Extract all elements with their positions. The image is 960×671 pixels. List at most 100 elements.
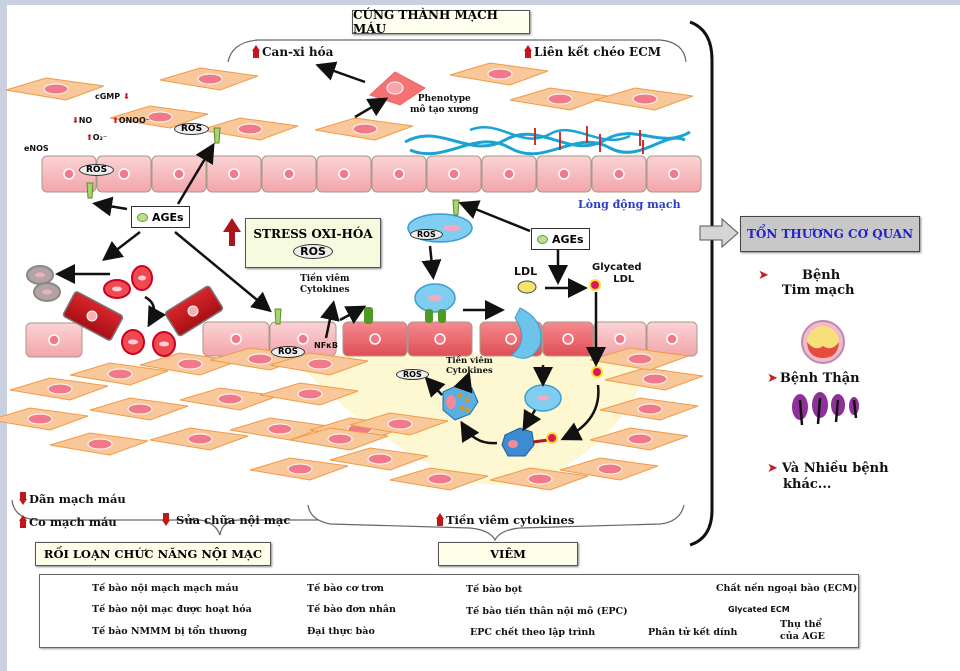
no-label: ⬇NO bbox=[72, 116, 93, 125]
cell-nucleus bbox=[352, 123, 378, 135]
ros-badge-monocyte: ROS bbox=[410, 222, 443, 241]
calcification-text: Can-xi hóa bbox=[262, 45, 334, 59]
legend-item-foam-cell: Tế bào bọt bbox=[466, 584, 522, 595]
nfkb-label: NFκB bbox=[314, 341, 338, 350]
cytokines-line1: Tiền viêm bbox=[446, 356, 493, 366]
cell-nucleus bbox=[503, 168, 515, 180]
cytokines-line2: Cytokines bbox=[300, 285, 350, 295]
cell-nucleus bbox=[217, 393, 243, 405]
legend-item-epc-apoptosis: EPC chết theo lập trình bbox=[470, 627, 595, 638]
bottom-right-brace bbox=[307, 504, 685, 542]
cell-nucleus bbox=[632, 93, 658, 105]
cell-nucleus bbox=[127, 403, 153, 415]
cell-nucleus bbox=[147, 111, 173, 123]
cell-nucleus bbox=[627, 433, 653, 445]
cell-nucleus bbox=[558, 168, 570, 180]
kidney-icon bbox=[792, 392, 859, 426]
cell-nucleus bbox=[448, 168, 460, 180]
legend-text: EPC chết theo lập trình bbox=[470, 627, 596, 638]
title-text: CỨNG THÀNH MẠCH MÁU bbox=[353, 8, 498, 36]
ldl-text: LDL bbox=[514, 265, 538, 278]
cell-nucleus bbox=[387, 418, 413, 430]
ages-box-left: AGEs bbox=[131, 206, 190, 228]
lumen-text: Lòng động mạch bbox=[578, 198, 681, 211]
ros-badge-intima: ROS bbox=[396, 362, 429, 381]
inflammation-text: VIÊM bbox=[490, 547, 526, 561]
cell-nucleus bbox=[228, 168, 240, 180]
cell-nucleus bbox=[505, 333, 517, 345]
legend-text: Tế bào cơ trơn bbox=[307, 583, 384, 594]
endothelial-dysfunction-text: RỐI LOẠN CHỨC NĂNG NỘI MẠC bbox=[43, 547, 263, 561]
ros-text: ROS bbox=[271, 346, 305, 358]
cell-nucleus bbox=[327, 433, 353, 445]
vasodilation-text: Dãn mạch máu bbox=[29, 492, 126, 506]
window-frame-top bbox=[0, 0, 960, 5]
legend-item-epc: Tế bào tiền thân nội mô (EPC) bbox=[466, 606, 628, 617]
cell-nucleus bbox=[173, 168, 185, 180]
top-brace bbox=[227, 39, 687, 63]
no-text: NO bbox=[78, 116, 93, 125]
to-organ-damage-arrow-icon bbox=[699, 217, 739, 249]
down-arrow-icon bbox=[162, 513, 170, 526]
ros-badge-left: ROS bbox=[79, 157, 115, 176]
ldl-label: LDL bbox=[514, 265, 537, 278]
ecm-crosslink-text: Liên kết chéo ECM bbox=[534, 45, 662, 59]
stress-ros: ROS bbox=[293, 244, 333, 259]
macrophage bbox=[501, 427, 558, 457]
ecm-fibres bbox=[404, 126, 691, 156]
endothelial-repair-text: Sửa chữa nội mạc bbox=[176, 513, 291, 527]
legend-item-damaged-endothelial: Tế bào NMMM bị tổn thương bbox=[92, 626, 247, 637]
o2-text: O₂⁻ bbox=[92, 133, 108, 142]
cell-nucleus bbox=[487, 68, 513, 80]
cell-nucleus bbox=[187, 433, 213, 445]
legend-text: Tế bào nội mạc được hoạt hóa bbox=[92, 604, 252, 615]
organ-item-kidney: ➤Bệnh Thận bbox=[767, 371, 860, 386]
cell-nucleus bbox=[307, 358, 333, 370]
bullet-arrow-icon: ➤ bbox=[758, 268, 769, 283]
legend-text: Tế bào đơn nhân bbox=[307, 604, 396, 615]
cell-nucleus bbox=[627, 353, 653, 365]
osteoblast-cell bbox=[369, 71, 426, 106]
ages-dot-icon bbox=[137, 212, 148, 222]
stress-title: STRESS OXI-HÓA bbox=[253, 227, 373, 241]
legend-item-adhesion-molecule: Phân tử kết dính bbox=[648, 627, 737, 638]
vasoconstriction-text: Co mạch máu bbox=[29, 515, 117, 529]
cytokines-line2: Cytokines bbox=[446, 366, 493, 376]
smooth-muscle-cells bbox=[0, 62, 704, 491]
ros-badge-endothelium: ROS bbox=[271, 339, 305, 358]
cell-nucleus bbox=[297, 388, 323, 400]
lumen-label: Lòng động mạch bbox=[578, 198, 681, 211]
cgmp-label: cGMP ⬇ bbox=[95, 92, 130, 101]
age-receptors bbox=[86, 127, 460, 325]
ldl-particle bbox=[517, 280, 537, 294]
ages-text: AGEs bbox=[152, 210, 184, 224]
legend-item-macrophage: Đại thực bào bbox=[307, 626, 375, 637]
endothelial-repair-label: Sửa chữa nội mạc bbox=[162, 513, 290, 527]
legend-text: Chất nền ngoại bào (ECM) bbox=[716, 583, 858, 594]
cell-nucleus bbox=[642, 373, 668, 385]
cell-nucleus bbox=[118, 168, 130, 180]
up-arrow-icon bbox=[19, 515, 27, 528]
onoo-label: ⬆ONOO⁻ bbox=[112, 116, 151, 125]
cell-nucleus bbox=[614, 333, 626, 345]
cell-nucleus bbox=[177, 358, 203, 370]
legend-text: Tế bào nội mạch mạch máu bbox=[92, 583, 239, 594]
legend-text: của AGE bbox=[780, 631, 825, 642]
ecm-crosslink-label: Liên kết chéo ECM bbox=[524, 45, 661, 59]
ages-text: AGEs bbox=[552, 232, 584, 246]
legend-item-ecm: Chất nền ngoại bào (ECM) bbox=[716, 583, 857, 594]
cell-nucleus bbox=[107, 368, 133, 380]
up-arrow-icon bbox=[524, 45, 532, 58]
cell-nucleus bbox=[597, 463, 623, 475]
cell-nucleus bbox=[666, 333, 678, 345]
glycated-line2: LDL bbox=[613, 274, 635, 285]
cell-nucleus bbox=[197, 73, 223, 85]
organ-item-line2: Tim mạch bbox=[782, 283, 855, 298]
cell-nucleus bbox=[338, 168, 350, 180]
cell-nucleus bbox=[247, 353, 273, 365]
